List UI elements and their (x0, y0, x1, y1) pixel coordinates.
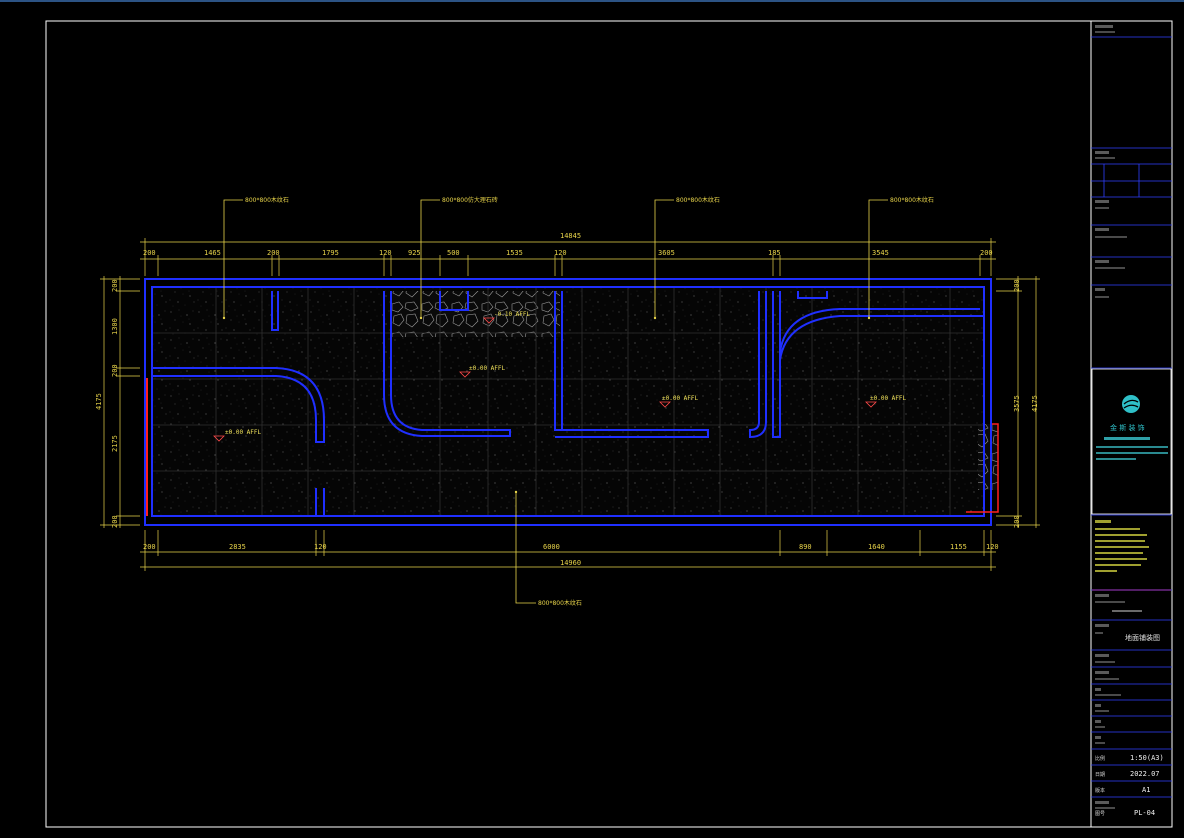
center-notch (439, 291, 469, 311)
dimension-text: 925 (408, 249, 421, 257)
dimension-text: 200 (1013, 279, 1021, 292)
version-value: A1 (1142, 786, 1150, 794)
floor-plan: ±0.00 AFFL ±0.00 AFFL -0.10 AFFL ±0.00 A… (95, 196, 1040, 607)
dimension-text: 200 (980, 249, 993, 257)
company-name: 金 斯 装 饰 (1110, 423, 1145, 432)
level-label: ±0.00 AFFL (469, 365, 506, 372)
outer-wall-inner (151, 286, 985, 517)
dimension-lines (100, 238, 1040, 571)
floor-area (152, 287, 984, 516)
dimension-text: 3605 (658, 249, 675, 257)
dimension-text: 200 (111, 279, 119, 292)
dimension-text: 200 (111, 515, 119, 528)
dimension-text: 200 (143, 543, 156, 551)
title-block-notes (1095, 25, 1149, 809)
version-label: 版本 (1095, 787, 1105, 794)
tile-grid (152, 287, 984, 516)
dimension-text: 890 (799, 543, 812, 551)
dimension-text: 1535 (506, 249, 523, 257)
outer-wall-outer (144, 278, 992, 526)
date-value: 2022.07 (1130, 770, 1160, 778)
level-label: ±0.00 AFFL (870, 395, 907, 402)
dimension-text: 3545 (872, 249, 889, 257)
company-info-line (1096, 458, 1136, 460)
right-room-bottom-wall (555, 429, 709, 438)
dimension-text: 3575 (1013, 395, 1021, 412)
dimension-overall-bottom: 14960 (560, 559, 581, 567)
drawing-number-label: 图号 (1095, 811, 1105, 817)
center-room-left-wall (383, 291, 511, 437)
dimension-text: 1640 (868, 543, 885, 551)
scale-value: 1:50(A3) (1130, 754, 1164, 762)
stone-area-right (978, 424, 998, 490)
date-label: 日期 (1095, 772, 1105, 778)
dimension-overall-right: 4175 (1031, 395, 1039, 412)
dimension-overall-top: 14845 (560, 232, 581, 240)
dimension-overall-left: 4175 (95, 393, 103, 410)
curved-wall-left (152, 367, 325, 443)
dimension-text: 6000 (543, 543, 560, 551)
dimension-text: 500 (447, 249, 460, 257)
company-info-line (1096, 452, 1168, 454)
dimension-text: 1300 (111, 318, 119, 335)
curved-wall-right (779, 308, 984, 361)
dimension-text: 1795 (322, 249, 339, 257)
drawing-title: 地面铺装图 (1125, 633, 1160, 642)
right-pillar (772, 291, 781, 438)
dimension-text: 1155 (950, 543, 967, 551)
dimension-text: 185 (768, 249, 781, 257)
callout-label: 800*800木纹石 (245, 196, 289, 204)
title-block-rules (1091, 36, 1172, 798)
title-block-frame (1090, 20, 1173, 828)
dimension-text: 200 (1013, 515, 1021, 528)
dimension-text: 200 (267, 249, 280, 257)
upper-right-notch (797, 291, 828, 299)
left-partition (271, 291, 279, 331)
callout-leaders (223, 199, 888, 604)
company-logo (1122, 395, 1140, 413)
dimension-text: 1465 (204, 249, 221, 257)
scale-label: 比例 (1095, 755, 1105, 762)
logo-panel (1091, 368, 1172, 515)
drawing-number-value: PL-04 (1134, 809, 1155, 817)
right-partition (749, 291, 767, 439)
callout-label: 800*800木纹石 (890, 196, 934, 204)
callout-label: 800*800木纹石 (538, 599, 582, 607)
level-label: ±0.00 AFFL (225, 429, 262, 436)
company-subtitle (1104, 437, 1150, 440)
dimension-text: 120 (554, 249, 567, 257)
dimension-text: 2175 (111, 435, 119, 452)
stone-area-top (392, 291, 560, 337)
lower-left-partition (315, 488, 325, 516)
dimension-text: 200 (143, 249, 156, 257)
dimension-text: 120 (986, 543, 999, 551)
right-accent-line (966, 423, 999, 513)
level-marks (213, 317, 877, 442)
company-info-line (1096, 446, 1168, 448)
dimension-text: 2835 (229, 543, 246, 551)
level-label: -0.10 AFFL (494, 311, 531, 318)
callout-label: 800*800仿大理石砖 (442, 196, 498, 204)
walls (144, 278, 992, 526)
dimension-text: 120 (379, 249, 392, 257)
callout-label: 800*800木纹石 (676, 196, 720, 204)
title-block: 金 斯 装 饰 地面铺装图 比例 1:50(A3) 日期 2022.07 版本 … (1091, 25, 1172, 817)
level-label: ±0.00 AFFL (662, 395, 699, 402)
dimension-text: 120 (314, 543, 327, 551)
dimension-text: 200 (111, 364, 119, 377)
